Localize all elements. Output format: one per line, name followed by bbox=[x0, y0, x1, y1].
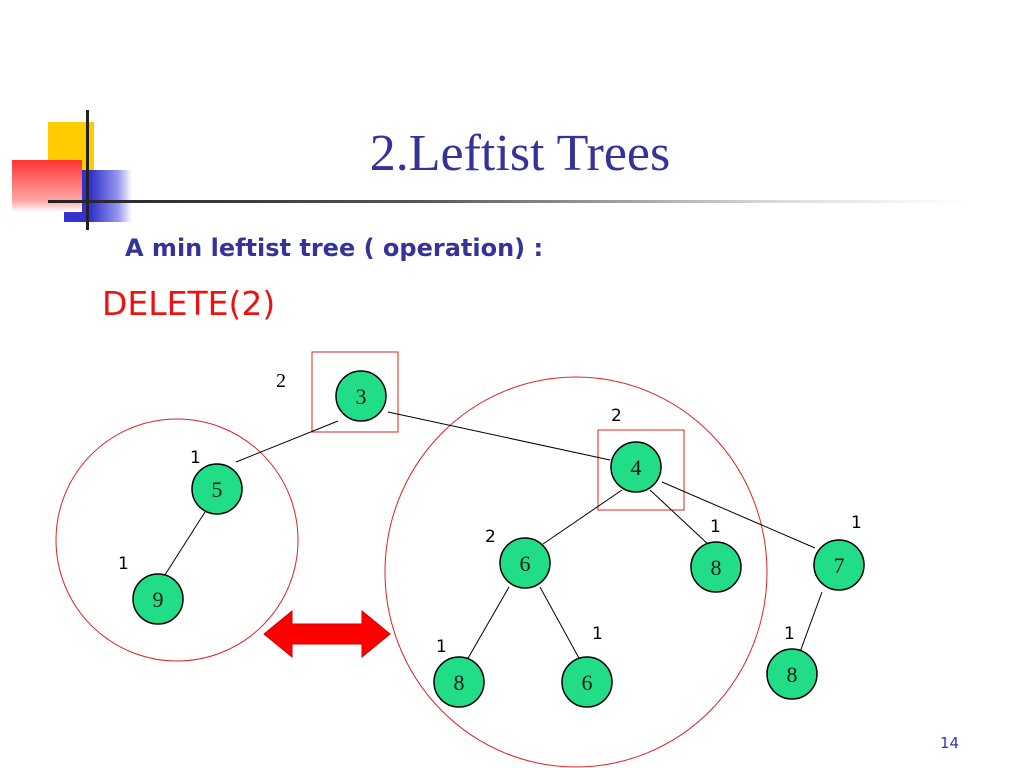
npl-label: 1 bbox=[851, 513, 862, 533]
npl-label: 1 bbox=[436, 637, 447, 657]
tree-node: 6 bbox=[561, 656, 613, 708]
tree-node: 9 bbox=[132, 573, 184, 625]
edge-4-6 bbox=[542, 489, 623, 545]
edge-6-6 bbox=[539, 586, 581, 661]
tree-node: 5 bbox=[191, 463, 243, 515]
node-label: 9 bbox=[153, 587, 164, 612]
npl-label: 2 bbox=[276, 370, 286, 392]
edge-3-5 bbox=[235, 420, 339, 463]
npl-label: 1 bbox=[118, 554, 129, 574]
node-label: 8 bbox=[711, 555, 722, 580]
node-label: 6 bbox=[520, 551, 531, 576]
root-highlight-box bbox=[311, 351, 399, 433]
edge-7-8 bbox=[799, 591, 823, 653]
decor-red-square bbox=[12, 160, 82, 212]
decor-vertical-line bbox=[86, 110, 89, 230]
npl-label: 2 bbox=[485, 527, 496, 547]
node-label: 3 bbox=[356, 384, 367, 409]
edge-4-8 bbox=[649, 489, 711, 547]
page-number: 14 bbox=[940, 734, 960, 752]
tree-node: 8 bbox=[766, 648, 818, 700]
decor-horizontal-line bbox=[48, 200, 968, 203]
node-label: 5 bbox=[212, 477, 223, 502]
npl-label: 1 bbox=[592, 624, 603, 644]
npl-label: 2 bbox=[611, 406, 622, 426]
tree-node: 8 bbox=[433, 656, 485, 708]
node-label: 8 bbox=[787, 662, 798, 687]
node-label: 8 bbox=[454, 670, 465, 695]
node-label: 4 bbox=[631, 455, 642, 480]
double-arrow-icon bbox=[263, 609, 391, 659]
operation-label: DELETE(2) bbox=[102, 284, 276, 323]
node-4-highlight-box bbox=[597, 429, 685, 511]
node-label: 7 bbox=[834, 553, 845, 578]
tree-node: 4 bbox=[610, 441, 662, 493]
tree-node: 8 bbox=[690, 541, 742, 593]
left-subtree-circle bbox=[55, 418, 299, 662]
tree-node: 6 bbox=[499, 537, 551, 589]
edge-5-9 bbox=[162, 511, 206, 579]
tree-node: 7 bbox=[813, 539, 865, 591]
right-subtree-circle bbox=[384, 376, 768, 768]
tree-node: 3 bbox=[335, 370, 387, 422]
npl-label: 1 bbox=[190, 448, 201, 468]
edge-6-8 bbox=[466, 586, 510, 661]
npl-label: 1 bbox=[784, 624, 795, 644]
slide-title: 2.Leftist Trees bbox=[369, 125, 671, 182]
edge-4-7 bbox=[661, 481, 816, 549]
slide-subtitle: A min leftist tree ( operation) : bbox=[125, 234, 544, 262]
npl-label: 1 bbox=[710, 517, 721, 537]
edge-3-4 bbox=[387, 411, 611, 461]
node-label: 6 bbox=[582, 670, 593, 695]
